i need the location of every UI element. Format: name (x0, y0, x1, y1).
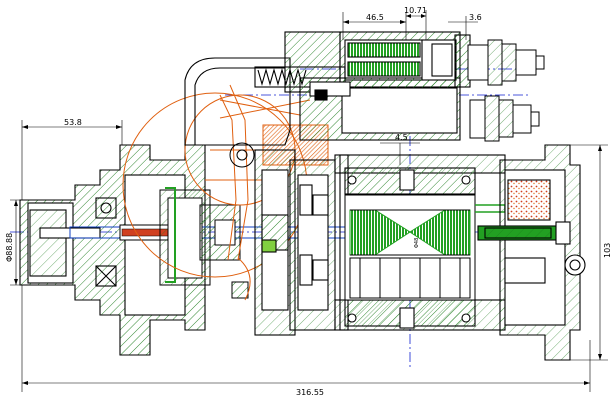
dimension-arrows (14, 14, 602, 385)
dim-316-55: 316.55 (296, 388, 324, 397)
overrunning-clutch (159, 187, 249, 299)
solenoid-switch (254, 31, 471, 141)
dim-103: 103 (603, 243, 612, 258)
dim-53-8: 53.8 (64, 118, 82, 127)
commutator-end-frame (477, 144, 586, 361)
dim-phi88: Φ88.88 (5, 233, 14, 262)
dim-3-6: 3.6 (469, 13, 482, 22)
dim-phi48: Φ48 (414, 238, 420, 248)
intermediate-housing (184, 57, 336, 336)
dim-4-5: 4.5 (395, 133, 408, 142)
dimension-labels: 46.5 10.71 3.6 53.8 4.5 316.55 Φ88.88 10… (5, 6, 612, 397)
armature (344, 194, 506, 301)
shift-lever (122, 84, 311, 301)
terminal-studs (467, 39, 545, 142)
dim-46-5: 46.5 (366, 13, 384, 22)
dim-10-71: 10.71 (404, 6, 427, 15)
